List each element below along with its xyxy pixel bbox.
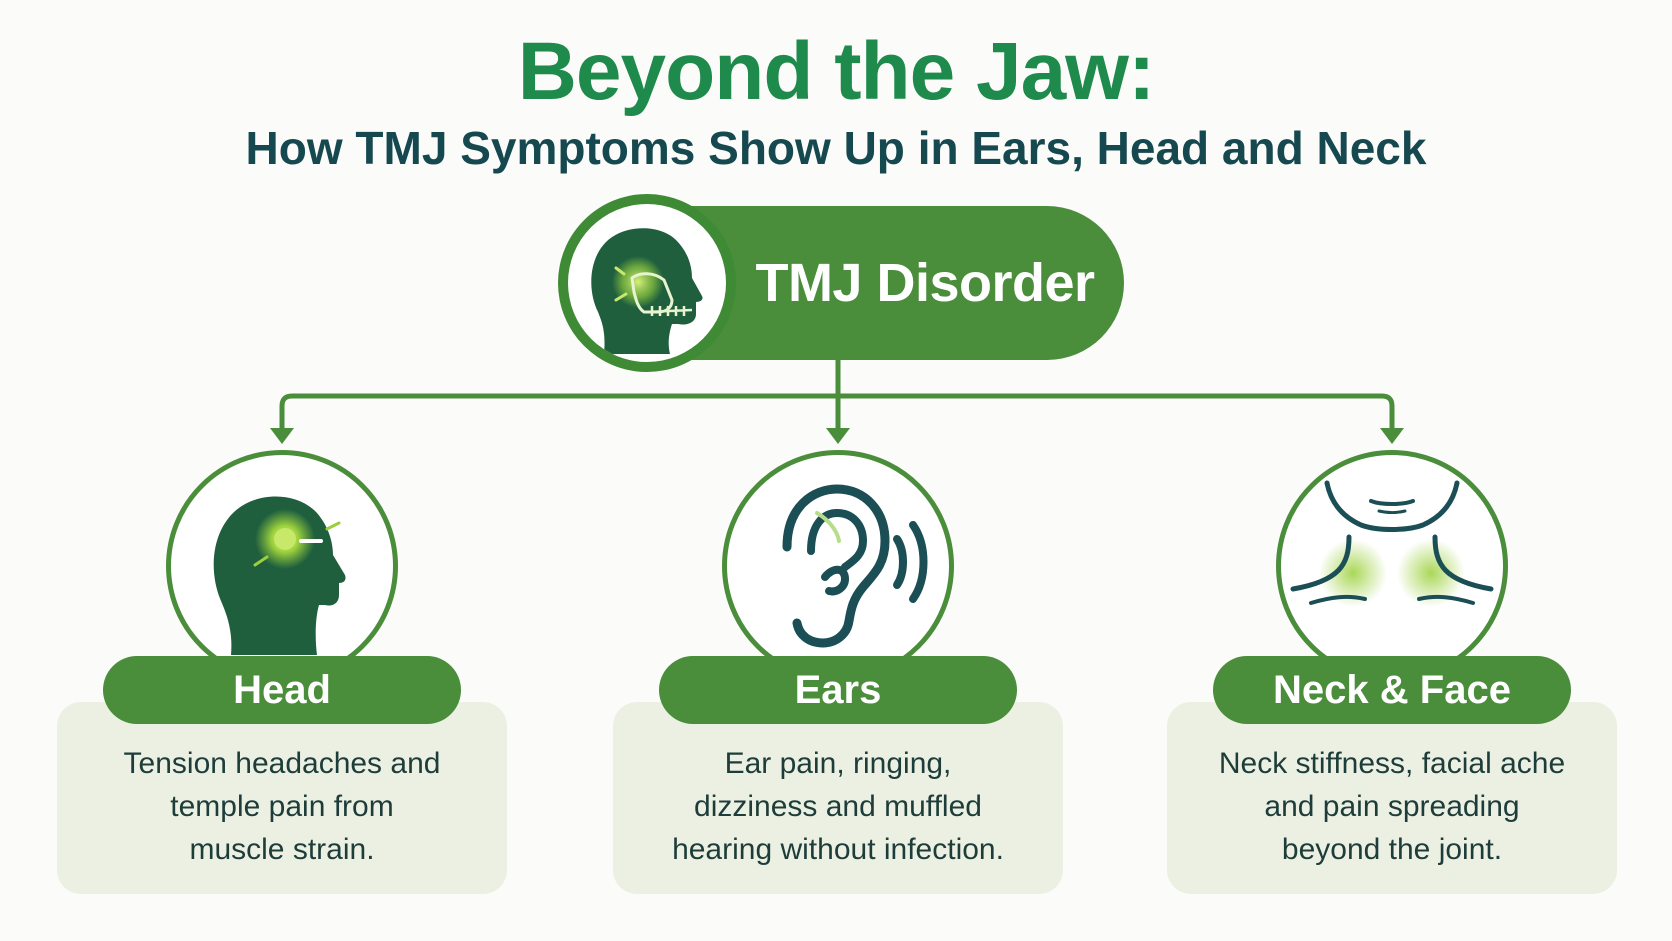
neck-face-description: Neck stiffness, facial ache and pain spr… <box>1167 742 1617 871</box>
ears-label-pill: Ears <box>659 656 1017 724</box>
ears-description-line: hearing without infection. <box>672 833 1004 866</box>
neck-face-description-line: Neck stiffness, facial ache <box>1218 747 1566 780</box>
neck-shoulders-icon <box>1290 480 1494 607</box>
neck-face-description-line: beyond the joint. <box>1281 833 1503 866</box>
ear-sound-icon <box>782 484 928 648</box>
ears-icon-circle <box>722 450 954 682</box>
head-description-line: muscle strain. <box>189 833 375 866</box>
ears-description-line: Ear pain, ringing, <box>724 747 952 780</box>
head-description: Tension headaches and temple pain from m… <box>57 742 507 871</box>
skull-jaw-icon <box>591 228 703 354</box>
neck-face-icon-circle <box>1276 450 1508 682</box>
hub-label: TMJ Disorder <box>755 253 1095 313</box>
head-icon-circle <box>166 450 398 682</box>
head-card <box>57 702 507 894</box>
ears-description-line: dizziness and muffled <box>694 790 982 823</box>
arrow-head-center <box>826 428 850 444</box>
head-headache-icon <box>213 496 346 655</box>
arrow-head-right <box>1380 428 1404 444</box>
head-description-line: temple pain from <box>170 790 394 823</box>
neck-face-description-line: and pain spreading <box>1264 790 1520 823</box>
neck-face-label-pill: Neck & Face <box>1213 656 1571 724</box>
hub-icon-circle <box>558 194 736 372</box>
neck-face-card <box>1167 702 1617 894</box>
arrow-head-left <box>270 428 294 444</box>
ears-card <box>613 702 1063 894</box>
head-label-pill: Head <box>103 656 461 724</box>
page-title: Beyond the Jaw: <box>517 26 1156 117</box>
page-subtitle: How TMJ Symptoms Show Up in Ears, Head a… <box>245 122 1427 174</box>
ears-description: Ear pain, ringing, dizziness and muffled… <box>613 742 1063 871</box>
head-description-line: Tension headaches and <box>123 747 441 780</box>
